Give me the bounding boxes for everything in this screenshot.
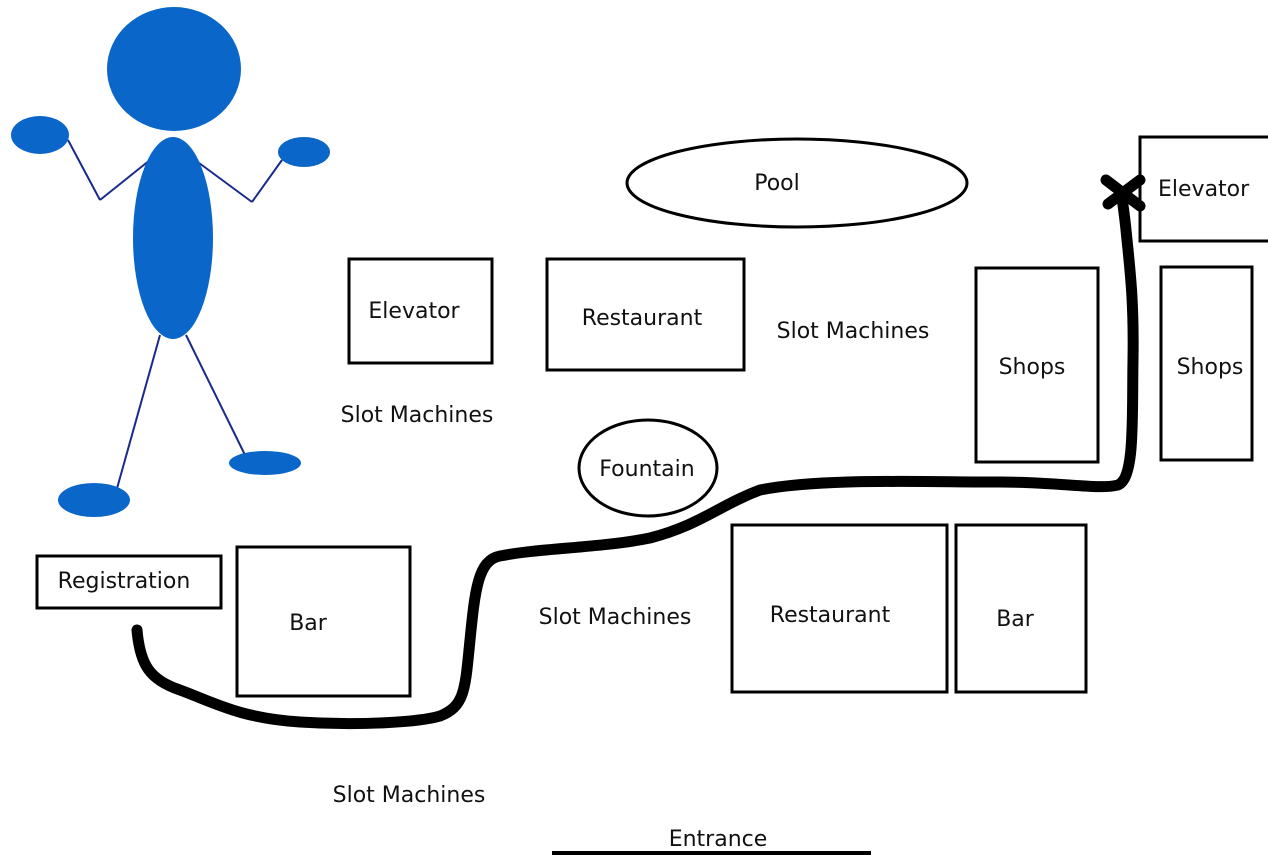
entrance: Entrance — [552, 827, 871, 855]
bar-right-label: Bar — [996, 607, 1035, 632]
right-forearm — [251, 159, 283, 203]
slot-machines-left: Slot Machines — [341, 403, 494, 428]
restaurant-bottom: Restaurant — [730, 523, 949, 694]
elevator-right-label: Elevator — [1158, 177, 1250, 202]
figure-right-foot — [229, 451, 301, 475]
bar-right: Bar — [954, 523, 1088, 694]
elevator-right: Elevator — [1138, 135, 1268, 243]
stick-figure — [11, 7, 330, 517]
slot-machines-middle: Slot Machines — [539, 605, 692, 630]
figure-left-hand — [11, 116, 69, 154]
slot-machines-bottom: Slot Machines — [333, 783, 486, 808]
fountain: Fountain — [577, 418, 719, 518]
right-upper-arm — [194, 159, 253, 203]
pool-label: Pool — [754, 171, 800, 196]
registration: Registration — [35, 554, 223, 610]
right-leg — [185, 334, 247, 458]
elevator-left-label: Elevator — [368, 299, 460, 324]
shops-left-label: Shops — [999, 355, 1066, 380]
bar-left: Bar — [235, 545, 412, 698]
shops-right: Shops — [1159, 265, 1254, 462]
left-leg — [115, 334, 161, 493]
destination-x-mark — [1100, 174, 1146, 212]
figure-head — [107, 7, 241, 131]
bar-left-label: Bar — [289, 611, 328, 636]
slot-machines-top-right: Slot Machines — [777, 319, 930, 344]
registration-label: Registration — [58, 569, 191, 594]
figure-left-foot — [58, 483, 130, 517]
entrance-label: Entrance — [669, 827, 768, 852]
pool: Pool — [625, 137, 969, 229]
elevator-left: Elevator — [347, 257, 494, 365]
restaurant-top-label: Restaurant — [582, 306, 703, 331]
restaurant-top: Restaurant — [545, 257, 746, 372]
left-upper-arm — [67, 139, 101, 201]
fountain-label: Fountain — [599, 457, 694, 482]
route-path — [131, 189, 1139, 730]
figure-right-hand — [278, 137, 330, 167]
shops-left: Shops — [974, 266, 1100, 464]
left-forearm — [99, 159, 151, 201]
restaurant-bottom-label: Restaurant — [770, 603, 891, 628]
figure-body — [133, 137, 213, 339]
shops-right-label: Shops — [1177, 355, 1244, 380]
